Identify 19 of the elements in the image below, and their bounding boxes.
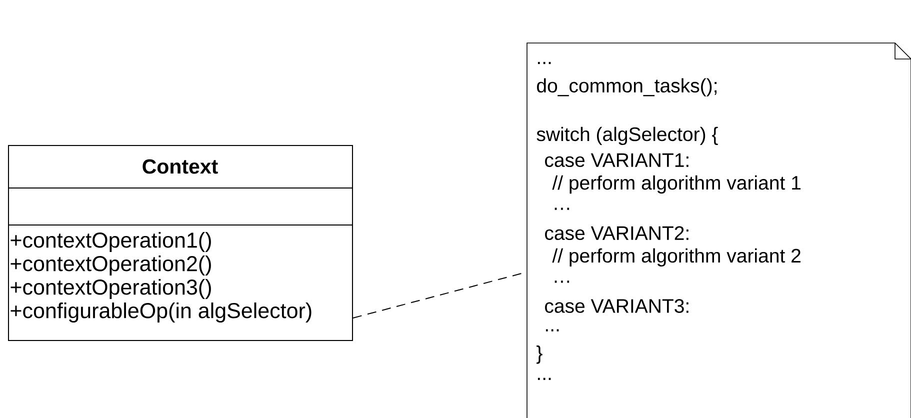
note-box [526,42,911,418]
operation-text: +contextOperation2() [10,256,211,276]
code-line: // perform algorithm variant 2 [552,248,800,266]
code-line: case VARIANT1: [545,153,688,167]
code-line: … [554,208,570,210]
code-line: switch (algSelector) { [536,126,718,145]
code-line: ... [538,62,551,64]
code-line: case VARIANT3: [545,299,688,313]
class-box: Context +contextOperation1() +contextOperation2() +contextOperation3() +configurableOp(in algSelector) [8,145,353,341]
operation-text: +configurableOp(in algSelector) [10,302,312,323]
code-line: ... [538,378,551,380]
code-line: // perform algorithm variant 1 [552,175,800,194]
operation-text: +contextOperation1() [10,232,211,252]
code-line: … [554,280,570,283]
code-line: do_common_tasks(); [537,78,716,96]
code-line: } [536,346,542,364]
code-line: case VARIANT2: [545,226,688,240]
operation-text: +contextOperation3() [10,279,211,300]
code-line: ... [546,329,559,332]
